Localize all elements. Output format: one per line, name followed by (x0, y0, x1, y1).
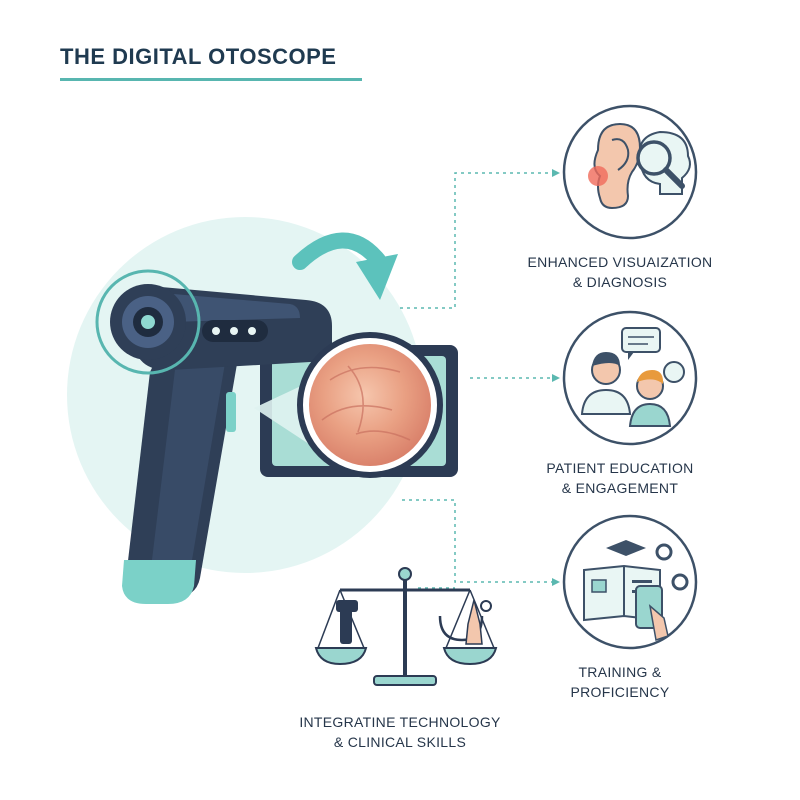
training-icon (562, 514, 698, 650)
visualization-icon (562, 104, 698, 240)
education-icon (562, 310, 698, 446)
caption-integration-line2: & CLINICAL SKILLS (333, 734, 467, 750)
eardrum-view (297, 332, 443, 478)
caption-training-line2: PROFICIENCY (570, 684, 670, 700)
balance-scale-icon (314, 567, 498, 686)
caption-education-line2: & ENGAGEMENT (561, 480, 679, 496)
page-title: THE DIGITAL OTOSCOPE (60, 44, 337, 69)
digital-otoscope-icon (95, 269, 332, 604)
caption-visualization-line2: & DIAGNOSIS (572, 274, 668, 290)
curved-arrow-icon (292, 232, 398, 300)
caption-training-line1: TRAINING & (578, 664, 662, 680)
connector-lines (400, 172, 552, 589)
title-underline (60, 78, 362, 81)
caption-education-line1: PATIENT EDUCATION (546, 460, 694, 476)
caption-training: TRAINING & PROFICIENCY (520, 662, 720, 702)
caption-visualization: ENHANCED VISUAIZATION & DIAGNOSIS (520, 252, 720, 292)
caption-integration: INTEGRATINE TECHNOLOGY & CLINICAL SKILLS (270, 712, 530, 752)
caption-integration-line1: INTEGRATINE TECHNOLOGY (299, 714, 501, 730)
caption-education: PATIENT EDUCATION & ENGAGEMENT (520, 458, 720, 498)
connector-arrowheads (552, 169, 560, 586)
caption-visualization-line1: ENHANCED VISUAIZATION (527, 254, 713, 270)
